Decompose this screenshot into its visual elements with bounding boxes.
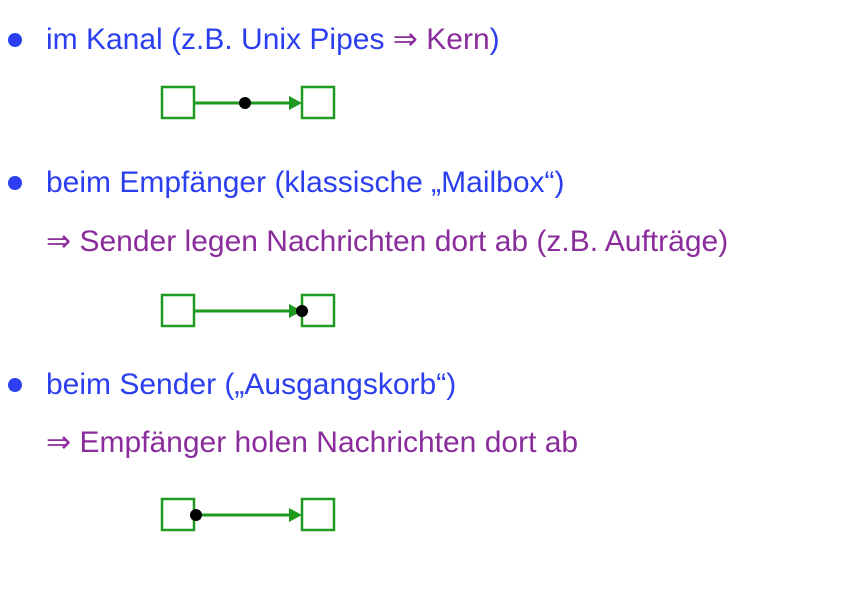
receiver-box: [300, 497, 336, 532]
sender-box: [160, 293, 196, 328]
item-3-text: beim Sender („Ausgangskorb“): [46, 368, 457, 401]
buffer-dot: [296, 305, 308, 317]
item-1-highlight: Kern: [426, 23, 490, 56]
bullet-3: [8, 378, 22, 392]
item-2-sub: ⇒ Sender legen Nachrichten dort ab (z.B.…: [46, 225, 729, 258]
arrow-head: [289, 96, 302, 110]
arrow-head: [289, 508, 302, 522]
arrow-head: [289, 304, 302, 318]
diagram-buffer-at-receiver: [160, 293, 336, 328]
diagram-buffer-in-channel: [160, 85, 336, 120]
item-3-sub: ⇒ Empfänger holen Nachrichten dort ab: [46, 426, 579, 459]
bullet-2: [8, 176, 22, 190]
sender-box: [160, 497, 196, 532]
sender-box: [160, 85, 196, 120]
item-2-text: beim Empfänger (klassische „Mailbox“): [46, 166, 565, 199]
item-1-text: im Kanal (z.B. Unix Pipes ⇒ Kern): [46, 22, 500, 58]
implies-arrow: ⇒: [392, 23, 418, 56]
bullet-1: [8, 33, 22, 47]
item-1-close: ): [489, 23, 500, 56]
item-1-main: im Kanal (z.B. Unix Pipes: [46, 23, 393, 56]
receiver-box: [300, 85, 336, 120]
diagram-buffer-at-sender: [160, 497, 336, 532]
buffer-dot: [239, 97, 251, 109]
buffer-dot: [190, 509, 202, 521]
